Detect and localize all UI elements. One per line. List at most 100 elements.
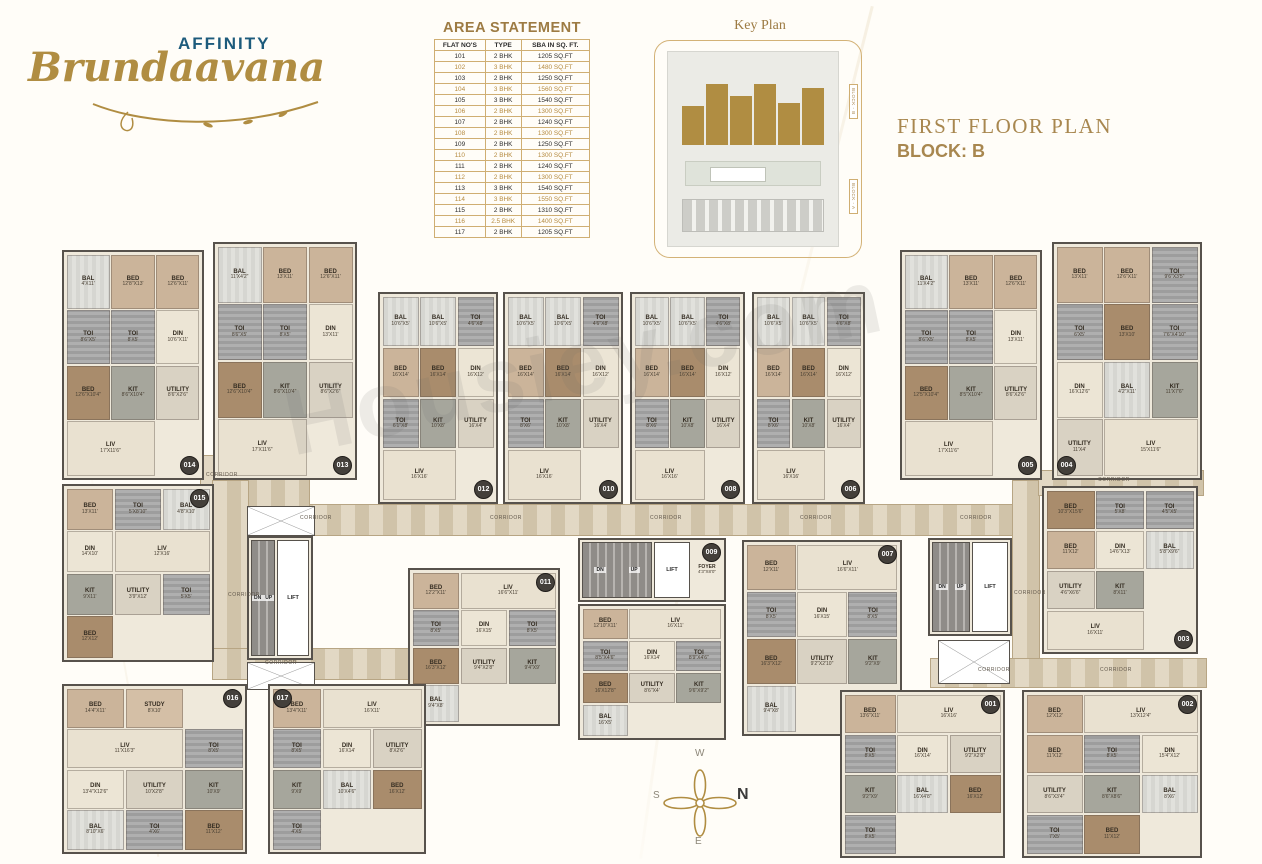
room-label: TOI [921, 331, 932, 338]
room-dimension: 16'X12' [467, 371, 484, 378]
room-label: DIN [90, 783, 101, 790]
room-dimension: 12'8"X13' [122, 281, 144, 288]
key-plan: Key Plan BLOCK - B BLOCK - A [650, 18, 870, 266]
room-dimension: 9'X9' [291, 788, 303, 795]
project-name: Brundaavana [28, 44, 326, 91]
room-dimension: 7'X5' [1049, 833, 1060, 840]
room-dimension: 10'6"X5' [799, 320, 818, 327]
room-label: BAL [233, 268, 246, 275]
room-dimension: 12'2"X11' [425, 590, 447, 597]
room-dimension: 8'6"X4' [644, 687, 660, 694]
room-label: KIT [803, 417, 814, 424]
room-label: TOI [1164, 503, 1175, 510]
room-label: KIT [208, 783, 219, 790]
room-dimension: 8'6"X5' [80, 336, 96, 343]
room-dimension: 9'X11' [83, 593, 97, 600]
room-label: BAL [681, 315, 694, 322]
room-label: LIV [414, 468, 424, 475]
room-label: BED [968, 788, 982, 795]
room-dimension: 8'5"X4'6" [595, 655, 616, 662]
room-label: BED [764, 561, 778, 568]
room-dimension: 8'X6' [767, 423, 779, 430]
room-label: UTILITY [711, 417, 735, 424]
corridor-label: CORRIDOR [265, 660, 298, 666]
room-dimension: 4'X6' [149, 829, 160, 836]
room-label: UTILITY [143, 783, 166, 790]
room-label: LIV [257, 441, 267, 448]
room-label: KIT [867, 655, 878, 662]
room-label: BED [290, 702, 304, 709]
room-label: TOI [181, 588, 192, 595]
room-label: BED [81, 386, 95, 393]
room-dimension: 10'X2'8" [145, 788, 164, 795]
room-dimension: 4'6"X8' [592, 320, 609, 327]
room-dimension: 8'X2'6" [389, 748, 405, 755]
room-dimension: 8'X5' [867, 613, 879, 620]
room-dimension: 5'X5' [180, 593, 192, 600]
room-dimension: 16'X16' [411, 474, 428, 481]
room-dimension: 13'6"X11' [859, 713, 881, 720]
room-label: BED [764, 655, 778, 662]
room-dimension: 17'X11'6" [251, 446, 273, 453]
room-label: KIT [128, 386, 138, 393]
room-label: BAL [1163, 788, 1176, 795]
room-dimension: 9'2"X9' [865, 661, 881, 668]
corridor [212, 480, 249, 666]
room-label: TOI [520, 417, 531, 424]
room-label: BED [766, 366, 780, 373]
room-label: BAL [519, 315, 532, 322]
room-label: UTILITY [464, 417, 487, 424]
room-dimension: 10'6"X5' [642, 320, 661, 327]
room-dimension: 10'X4'6" [337, 788, 357, 795]
room-label: TOI [430, 622, 441, 629]
room-dimension: 15'4"X12' [1159, 753, 1180, 760]
unit-number-badge: 006 [841, 480, 860, 499]
brand-name: AFFINITY [178, 34, 271, 53]
room-dimension: 16'3"X12' [760, 661, 782, 668]
room-dimension: 16'X11' [667, 623, 684, 630]
room-dimension: 4'2"X11' [1118, 389, 1136, 396]
room-dimension: 16'X16' [782, 474, 800, 481]
room-label: UTILITY [1068, 441, 1091, 448]
room-dimension: 8'X5' [1106, 753, 1118, 760]
foyer-label: FOYER [698, 563, 716, 570]
room-dimension: 12'6"X11' [1005, 281, 1027, 288]
room-dimension: 16'X12' [388, 788, 406, 795]
area-statement-title: AREA STATEMENT [442, 20, 582, 36]
room-label: TOI [838, 315, 849, 322]
lift: LIFT [972, 542, 1008, 632]
unit-number-badge: 005 [1018, 456, 1037, 475]
room-dimension: 16'X14' [643, 371, 660, 378]
